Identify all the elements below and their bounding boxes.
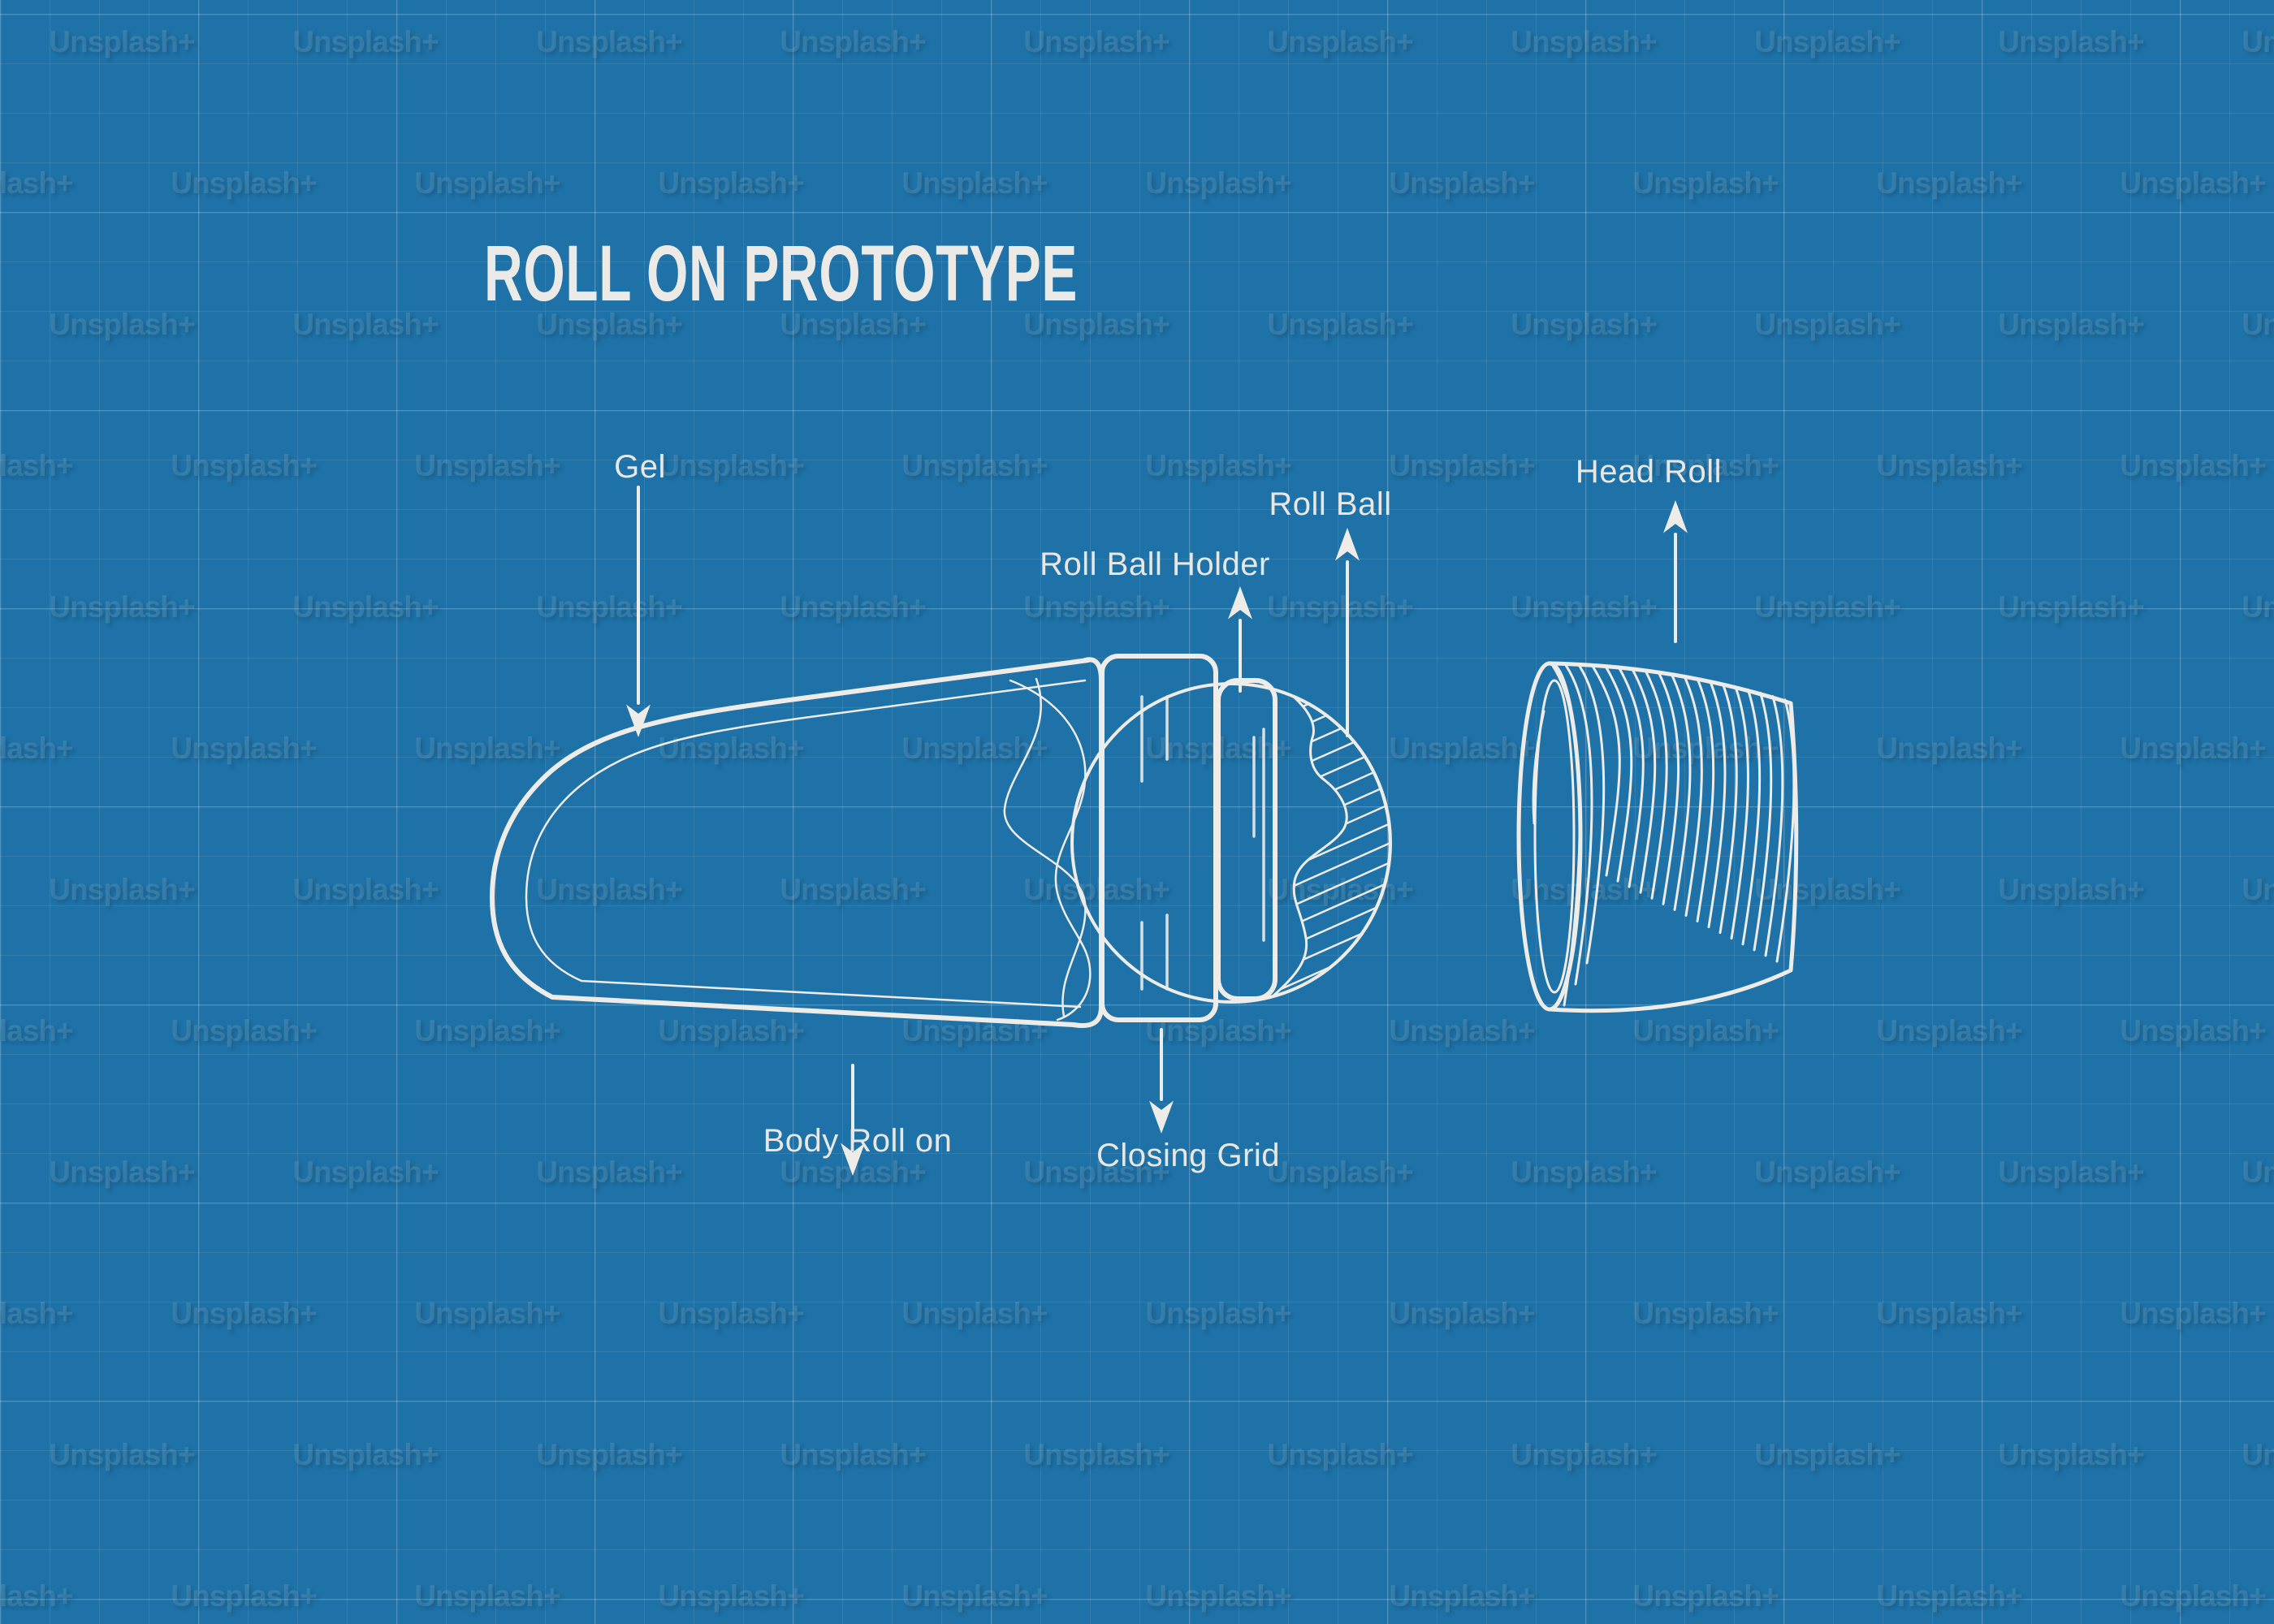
hatch-line <box>1273 952 1390 996</box>
cap-rib-line <box>1741 688 1762 946</box>
hatch-line <box>1273 697 1390 755</box>
label-roll-ball: Roll Ball <box>1269 486 1392 522</box>
cap-rib-line <box>1671 673 1692 911</box>
hatch-line <box>1273 697 1390 736</box>
cap-rib-line <box>1775 698 1796 963</box>
hatch-line <box>1273 893 1390 970</box>
head-roll-cap <box>1516 661 1799 1013</box>
roll-ball-holder-rim <box>1216 678 1278 1001</box>
page-title: ROLL ON PROTOTYPE <box>484 229 1079 317</box>
cap-rib-line <box>1592 665 1621 877</box>
gel-surface-wave-1 <box>1009 679 1092 1021</box>
cap-rib-line <box>1605 666 1633 883</box>
cap-rib-line <box>1730 685 1749 940</box>
gel-surface-wave-2 <box>1003 677 1087 1018</box>
cap-rib-line <box>1753 691 1773 952</box>
hatch-line <box>1273 737 1390 814</box>
callout-arrows <box>626 486 1688 1176</box>
label-body-roll-on: Body Roll on <box>763 1123 953 1159</box>
hatch-line <box>1273 718 1390 794</box>
closing-grid-collar <box>1100 654 1218 1022</box>
ball-shade-crescent <box>1271 695 1391 998</box>
cap-rib-line <box>1683 676 1703 917</box>
cap-rib-line <box>1631 668 1657 894</box>
body-inner-outline <box>525 679 1087 1009</box>
device-drawing <box>490 486 1799 1176</box>
cap-rib-line <box>1551 664 1581 1007</box>
hatch-line <box>1273 835 1390 911</box>
cap-rib-line <box>1658 672 1680 905</box>
label-closing-grid: Closing Grid <box>1096 1138 1281 1173</box>
hatch-line <box>1273 815 1390 892</box>
label-gel: Gel <box>614 449 666 485</box>
cap-rib-line <box>1578 665 1606 965</box>
cap-rib-line <box>1707 680 1727 929</box>
cap-rib-line <box>1645 670 1668 900</box>
label-roll-ball-holder: Roll Ball Holder <box>1040 546 1270 582</box>
hatch-line <box>1273 757 1390 833</box>
hatch-line <box>1273 697 1390 716</box>
cap-outline <box>1547 661 1799 1013</box>
hatch-line <box>1273 796 1390 872</box>
cap-rib-line <box>1764 695 1784 957</box>
cap-rib-line <box>1618 667 1645 888</box>
ball-hatch-lines <box>1273 697 1390 996</box>
hatch-line <box>1273 913 1390 989</box>
hatch-line <box>1273 854 1390 931</box>
body-outer-outline <box>490 657 1104 1028</box>
hatch-line <box>1273 874 1390 950</box>
cap-rib-line <box>1718 682 1738 935</box>
cap-rib-line <box>1565 664 1593 986</box>
label-head-roll: Head Roll <box>1575 454 1723 490</box>
cap-rim-inner <box>1533 679 1576 994</box>
highlight-ticks <box>1140 695 1265 991</box>
cap-rib-line <box>1696 677 1715 922</box>
cap-thread-ribs <box>1551 664 1796 1007</box>
cap-rim-highlight <box>1532 710 1546 825</box>
